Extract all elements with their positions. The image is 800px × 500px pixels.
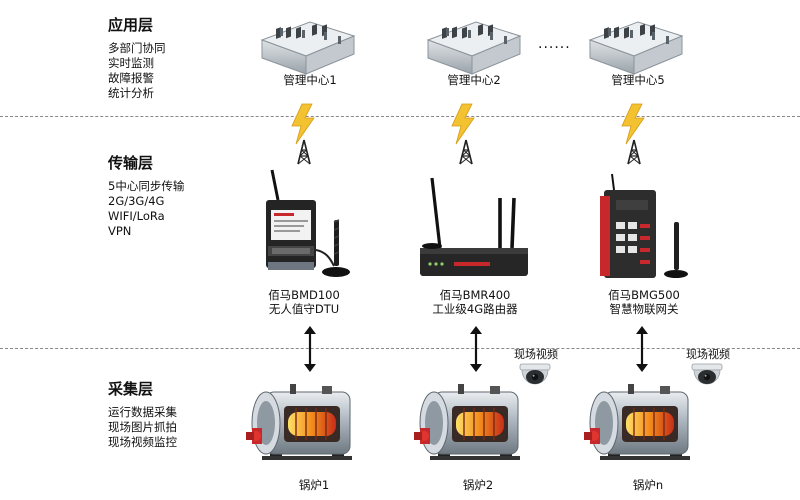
transmission-line-3: WIFI/LoRa (108, 209, 165, 223)
application-line-1: 多部门协同 (108, 41, 166, 55)
bidirectional-arrow-icon (302, 324, 318, 374)
gateway-icon (600, 173, 688, 278)
transmission-layer-title: 传输层 (108, 154, 154, 172)
boiler-label-n: 锅炉n (632, 478, 664, 492)
server-room-icon (589, 21, 683, 75)
application-line-2: 实时监测 (108, 56, 154, 70)
server-room-icon (427, 21, 521, 75)
device-2-type: 工业级4G路由器 (432, 302, 518, 316)
ellipsis-text: ······ (538, 40, 571, 56)
divider-transmission-collection (0, 348, 800, 349)
boiler-icon (583, 383, 691, 461)
boiler-label-1: 锅炉1 (298, 478, 330, 492)
bidirectional-arrow-icon (468, 324, 484, 374)
center-label-5: 管理中心5 (611, 73, 665, 87)
transmission-layer-block: 传输层 5中心同步传输 2G/3G/4G WIFI/LoRa VPN (108, 152, 184, 239)
router-icon (420, 177, 528, 276)
device-1-type: 无人值守DTU (268, 302, 340, 316)
dtu-device-icon (266, 169, 350, 277)
divider-app-transmission (0, 116, 800, 117)
device-caption-2: 佰马BMR400 工业级4G路由器 (420, 288, 530, 316)
collection-line-1: 运行数据采集 (108, 405, 177, 419)
camera-label-2: 现场视频 (514, 348, 558, 361)
signal-tower-icon (297, 139, 311, 165)
device-2-model: 佰马BMR400 (439, 288, 511, 302)
device-3-type: 智慧物联网关 (609, 302, 679, 316)
device-3-model: 佰马BMG500 (608, 288, 680, 302)
bidirectional-arrow-icon (634, 324, 650, 374)
lightning-icon (291, 103, 315, 145)
lightning-icon (621, 103, 645, 145)
signal-tower-icon (459, 139, 473, 165)
dome-camera-icon (519, 363, 551, 385)
lightning-icon (451, 103, 475, 145)
camera-label-n: 现场视频 (686, 348, 730, 361)
boiler-label-2: 锅炉2 (462, 478, 494, 492)
collection-line-2: 现场图片抓拍 (108, 420, 177, 434)
device-1-model: 佰马BMD100 (268, 288, 340, 302)
center-label-2: 管理中心2 (447, 73, 501, 87)
boiler-icon (245, 383, 353, 461)
transmission-line-4: VPN (108, 224, 132, 238)
application-layer-block: 应用层 多部门协同 实时监测 故障报警 统计分析 (108, 14, 166, 101)
center-label-1: 管理中心1 (283, 73, 337, 87)
transmission-line-2: 2G/3G/4G (108, 194, 165, 208)
collection-layer-title: 采集层 (108, 380, 154, 398)
collection-line-3: 现场视频监控 (108, 435, 177, 449)
device-caption-1: 佰马BMD100 无人值守DTU (254, 288, 354, 316)
device-caption-3: 佰马BMG500 智慧物联网关 (594, 288, 694, 316)
server-room-icon (261, 21, 355, 75)
signal-tower-icon (627, 139, 641, 165)
boiler-icon (413, 383, 521, 461)
collection-layer-block: 采集层 运行数据采集 现场图片抓拍 现场视频监控 (108, 378, 177, 450)
transmission-line-1: 5中心同步传输 (108, 179, 185, 193)
application-line-4: 统计分析 (108, 86, 154, 100)
application-layer-title: 应用层 (108, 16, 154, 34)
application-line-3: 故障报警 (108, 71, 154, 85)
dome-camera-icon (691, 363, 723, 385)
